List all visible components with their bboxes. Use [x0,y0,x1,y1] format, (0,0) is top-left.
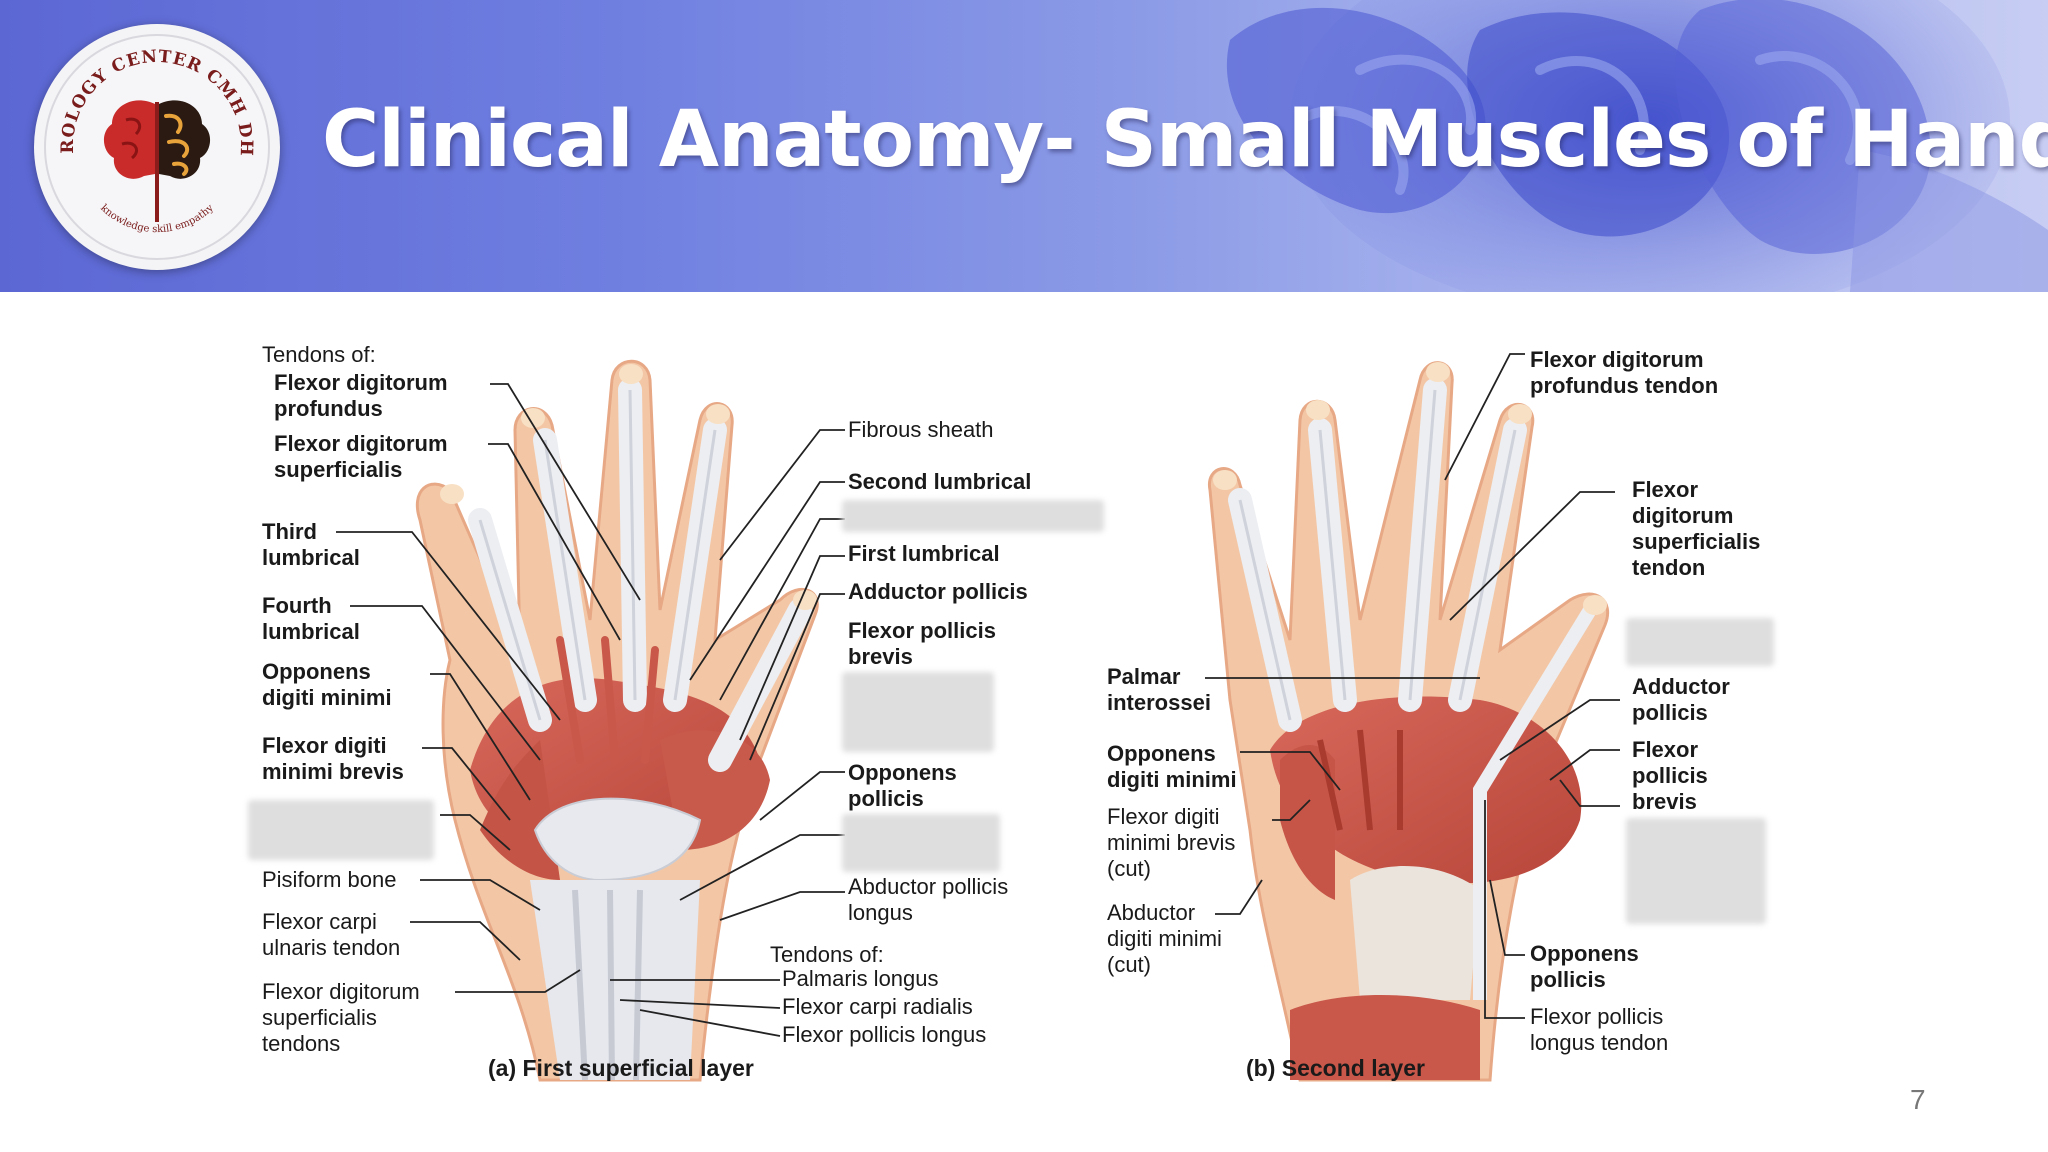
brain-background-art [1226,0,2048,292]
label-abductor-digiti-minimi-cut: Abductor [1107,900,1196,925]
label-palmar-interossei: interossei [1107,690,1211,715]
label-fds-tendon: tendon [1632,555,1706,580]
label-third-lumbrical: Third [262,519,317,544]
label-adductor-pollicis: pollicis [1632,700,1708,725]
label-fds-tendons: tendons [262,1031,341,1056]
figure-b-caption: (b) Second layer [1246,1055,1425,1081]
label-third-lumbrical: lumbrical [262,545,360,570]
blurred-label-box [248,800,434,860]
label-fcr: Flexor carpi radialis [782,994,973,1019]
figure-b-hand [1207,361,1610,1082]
label-abductor-pollicis-longus: longus [848,900,913,925]
label-fds-tendon: Flexor [1632,477,1699,502]
label-flexor-digiti-minimi-brevis-cut: (cut) [1107,856,1151,881]
figure-a-leader-lines [336,383,845,1037]
label-opponens-pollicis: Opponens [848,760,957,785]
label-tendons-of: Tendons of: [770,942,884,967]
label-abductor-pollicis-longus: Abductor pollicis [848,874,1009,899]
label-flexor-pollicis-brevis: brevis [1632,789,1697,814]
slide-title: Clinical Anatomy- Small Muscles of Hand [322,95,2048,185]
label-flexor-pollicis-brevis: pollicis [1632,763,1708,788]
label-fcu-tendon: Flexor carpi [262,909,377,934]
label-flexor-pollicis-brevis: brevis [848,644,913,669]
label-fibrous-sheath: Fibrous sheath [848,417,994,442]
logo-emblem: NEUROLOGY CENTER CMH DHAKA knowledge ski… [26,9,270,260]
label-fds-tendons: superficialis [262,1005,377,1030]
figure-b-leader-lines [1205,353,1620,1019]
label-fds-tendons: Flexor digitorum [262,979,420,1004]
label-fdp-tendon: profundus tendon [1530,373,1719,398]
blurred-label-box [842,500,1104,532]
label-fourth-lumbrical: Fourth [262,593,332,618]
label-fdp: Flexor digitorum [274,370,448,395]
label-fcu-tendon: ulnaris tendon [262,935,401,960]
label-flexor-pollicis-brevis: Flexor [1632,737,1699,762]
label-fdp-tendon: Flexor digitorum [1530,347,1704,372]
blurred-label-box [842,814,1000,872]
label-opponens-pollicis: pollicis [1530,967,1606,992]
label-fds-tendon: digitorum [1632,503,1734,528]
label-fds-tendon: superficialis [1632,529,1761,554]
hand-anatomy-illustration [336,353,1620,1082]
label-adductor-pollicis: Adductor pollicis [848,579,1028,604]
label-pisiform-bone: Pisiform bone [262,867,397,892]
label-abductor-digiti-minimi-cut: digiti minimi [1107,926,1222,951]
label-flexor-digiti-minimi-brevis-cut: Flexor digiti [1107,804,1220,829]
label-fpl-tendon: longus tendon [1530,1030,1669,1055]
label-second-lumbrical: Second lumbrical [848,469,1032,494]
blurred-label-box [842,672,994,752]
blurred-label-box [1626,618,1774,666]
label-flexor-digiti-minimi-brevis-cut: minimi brevis [1107,830,1236,855]
label-first-lumbrical: First lumbrical [848,541,1000,566]
label-flexor-pollicis-brevis: Flexor pollicis [848,618,996,643]
label-flexor-digiti-minimi-brevis: Flexor digiti [262,733,387,758]
label-abductor-digiti-minimi-cut: (cut) [1107,952,1151,977]
figure-a-hand [415,359,819,1082]
neurology-center-logo: NEUROLOGY CENTER CMH DHAKA knowledge ski… [26,9,280,270]
label-fpl: Flexor pollicis longus [782,1022,987,1047]
label-opponens-pollicis: Opponens [1530,941,1639,966]
blurred-label-box [1626,818,1766,924]
label-fourth-lumbrical: lumbrical [262,619,360,644]
label-flexor-digiti-minimi-brevis: minimi brevis [262,759,404,784]
label-palmar-interossei: Palmar [1107,664,1181,689]
label-opponens-pollicis: pollicis [848,786,924,811]
label-opponens-digiti-minimi: Opponens [262,659,371,684]
label-opponens-digiti-minimi: digiti minimi [1107,767,1237,792]
brain-icon [103,100,211,222]
figure-a-caption: (a) First superficial layer [488,1055,754,1081]
label-fpl-tendon: Flexor pollicis [1530,1004,1664,1029]
slide-header: NEUROLOGY CENTER CMH DHAKA knowledge ski… [0,0,2048,292]
page-number: 7 [1910,1084,1926,1115]
label-fds: superficialis [274,457,403,482]
label-tendons-of: Tendons of: [262,342,376,367]
label-fdp: profundus [274,396,383,421]
label-adductor-pollicis: Adductor [1632,674,1730,699]
label-palmaris-longus: Palmaris longus [782,966,939,991]
label-opponens-digiti-minimi: digiti minimi [262,685,392,710]
label-fds: Flexor digitorum [274,431,448,456]
label-opponens-digiti-minimi: Opponens [1107,741,1216,766]
